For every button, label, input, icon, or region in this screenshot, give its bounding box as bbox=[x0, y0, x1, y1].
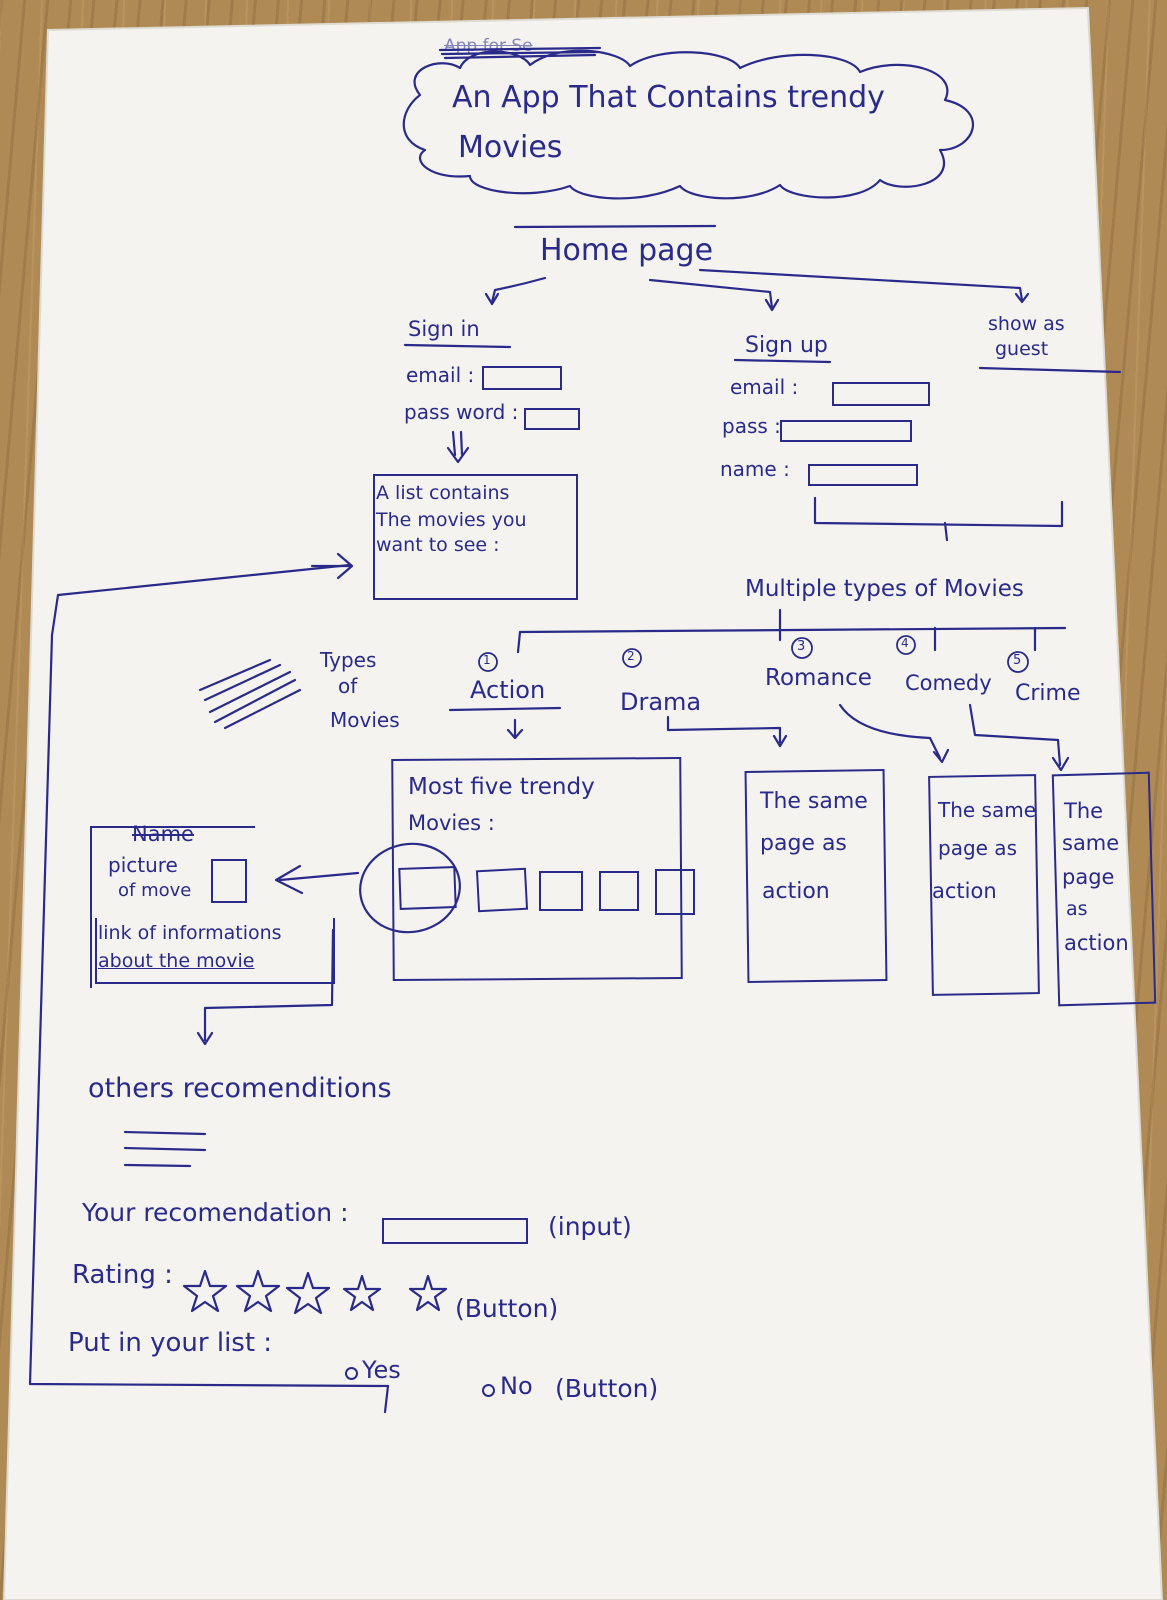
input-note: (input) bbox=[548, 1212, 632, 1241]
crime-page-text-4: as bbox=[1066, 898, 1088, 920]
put-yes-label[interactable]: Yes bbox=[362, 1356, 401, 1384]
type-romance[interactable]: Romance bbox=[765, 665, 872, 691]
sign-in-password-field[interactable] bbox=[524, 408, 580, 430]
your-recommendation-input[interactable] bbox=[382, 1218, 528, 1244]
crime-page-text-1: The bbox=[1064, 799, 1104, 823]
put-in-list-label: Put in your list : bbox=[68, 1328, 273, 1358]
type-action[interactable]: Action bbox=[470, 676, 546, 704]
type-number-4: 4 bbox=[901, 636, 909, 650]
movie-name-label: Name bbox=[132, 822, 194, 846]
watch-list-box bbox=[373, 474, 578, 600]
crime-page-text-3: page bbox=[1062, 865, 1115, 889]
rating-star-4[interactable] bbox=[344, 1276, 380, 1312]
rating-star-2[interactable] bbox=[237, 1271, 279, 1313]
type-number-2: 2 bbox=[627, 649, 635, 663]
sign-up-email-field[interactable] bbox=[832, 382, 930, 406]
movie-picture-label-2: of move bbox=[118, 880, 192, 901]
types-side-label-3: Movies bbox=[330, 708, 400, 732]
crime-page-text-2: same bbox=[1062, 831, 1120, 855]
type-number-5: 5 bbox=[1013, 653, 1022, 668]
star-shape-5 bbox=[408, 1274, 448, 1312]
movie-info-link-1[interactable]: link of informations bbox=[98, 922, 282, 944]
trendy-heading-1: Most five trendy bbox=[408, 774, 595, 800]
guest-line-1[interactable]: show as bbox=[988, 313, 1065, 335]
star-shape-3 bbox=[285, 1271, 331, 1315]
trendy-movie-thumb-4[interactable] bbox=[600, 872, 638, 910]
sign-in-password-label: pass word : bbox=[404, 400, 519, 424]
drama-page-text-3: action bbox=[762, 879, 830, 904]
trendy-heading-2: Movies : bbox=[408, 811, 495, 835]
sign-in-heading[interactable]: Sign in bbox=[408, 317, 480, 341]
rating-note: (Button) bbox=[455, 1294, 559, 1323]
put-no-label[interactable]: No bbox=[500, 1372, 533, 1400]
guest-line-2[interactable]: guest bbox=[995, 338, 1049, 360]
title-crossed-out: App for Se bbox=[444, 36, 533, 56]
put-yes-radio[interactable] bbox=[345, 1367, 358, 1380]
type-crime[interactable]: Crime bbox=[1015, 681, 1081, 706]
crime-page-text-5: action bbox=[1064, 931, 1129, 955]
movie-detail-card bbox=[90, 826, 255, 988]
star-shape-1 bbox=[182, 1269, 228, 1313]
comedy-page-text-1: The same bbox=[938, 798, 1037, 822]
sign-up-pass-field[interactable] bbox=[780, 420, 912, 442]
movie-info-link-2[interactable]: about the movie bbox=[98, 950, 255, 972]
types-side-label-2: of bbox=[338, 674, 358, 698]
watch-list-text-2: The movies you bbox=[376, 509, 527, 531]
type-drama[interactable]: Drama bbox=[620, 688, 702, 716]
drama-page-text-2: page as bbox=[760, 831, 847, 856]
put-no-radio[interactable] bbox=[482, 1384, 495, 1397]
types-side-label-1: Types bbox=[320, 648, 377, 672]
app-title-line-1: An App That Contains trendy bbox=[452, 80, 885, 115]
trendy-movie-thumb-1[interactable] bbox=[400, 868, 455, 908]
sign-in-email-field[interactable] bbox=[482, 366, 562, 390]
type-number-1: 1 bbox=[483, 653, 491, 667]
trendy-movie-thumb-5[interactable] bbox=[656, 870, 694, 914]
type-number-3: 3 bbox=[797, 639, 806, 654]
rating-label: Rating : bbox=[72, 1260, 173, 1290]
home-page-heading[interactable]: Home page bbox=[540, 233, 714, 268]
watch-list-text-1: A list contains bbox=[376, 482, 510, 504]
star-shape-2 bbox=[235, 1269, 281, 1313]
app-title-line-2: Movies bbox=[458, 130, 563, 165]
sign-up-email-label: email : bbox=[730, 375, 799, 399]
rating-star-5[interactable] bbox=[410, 1276, 446, 1312]
type-comedy[interactable]: Comedy bbox=[905, 671, 992, 695]
comedy-page-text-2: page as bbox=[938, 836, 1017, 860]
trendy-movie-thumb-3[interactable] bbox=[540, 872, 582, 910]
sign-up-name-field[interactable] bbox=[808, 464, 918, 486]
others-recommendations-heading: others recomenditions bbox=[88, 1073, 392, 1104]
your-recommendation-label: Your recomendation : bbox=[82, 1198, 349, 1227]
sign-in-email-label: email : bbox=[406, 363, 475, 387]
star-shape-4 bbox=[342, 1274, 382, 1312]
sign-up-pass-label: pass : bbox=[722, 414, 781, 438]
movie-picture-thumb[interactable] bbox=[212, 860, 246, 902]
trendy-movie-thumb-2[interactable] bbox=[478, 870, 526, 910]
sign-up-name-label: name : bbox=[720, 457, 790, 481]
rating-star-3[interactable] bbox=[287, 1273, 329, 1315]
movie-types-heading: Multiple types of Movies bbox=[745, 576, 1024, 602]
watch-list-text-3: want to see : bbox=[376, 534, 500, 556]
sign-up-heading[interactable]: Sign up bbox=[745, 333, 828, 358]
scribble-strike bbox=[438, 46, 602, 60]
drama-page-text-1: The same bbox=[760, 789, 868, 814]
movie-detail-link-box bbox=[95, 918, 335, 984]
comedy-page-text-3: action bbox=[932, 879, 997, 903]
rating-star-1[interactable] bbox=[184, 1271, 226, 1313]
put-note: (Button) bbox=[555, 1374, 659, 1403]
movie-picture-label-1: picture bbox=[108, 853, 178, 877]
